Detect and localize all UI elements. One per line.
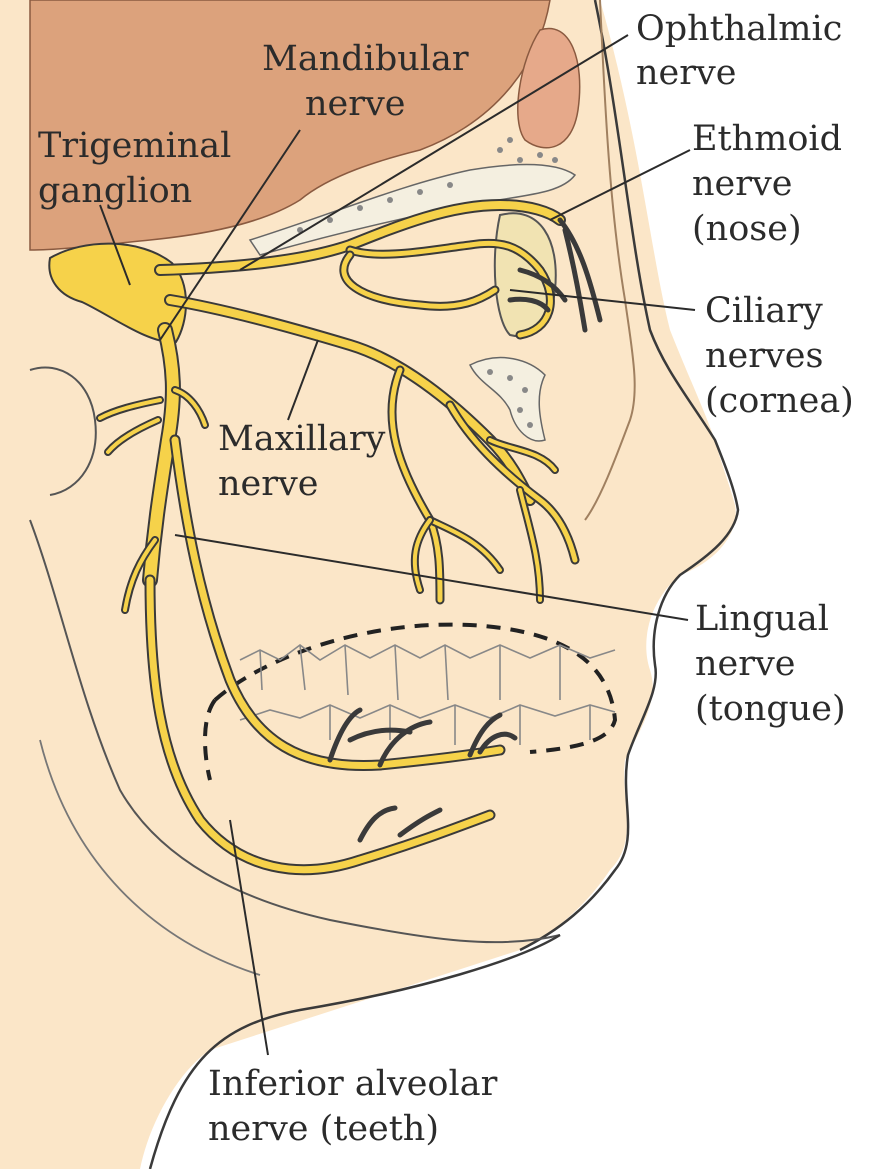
label-inferior-alveolar: Inferior alveolar nerve (teeth): [208, 1064, 508, 1149]
label-ethmoid: Ethmoid nerve (nose): [692, 119, 853, 249]
label-lingual: Lingual nerve (tongue): [695, 599, 846, 729]
label-ciliary: Ciliary nerves (cornea): [705, 291, 854, 421]
label-ophthalmic: Ophthalmic nerve: [636, 9, 853, 93]
